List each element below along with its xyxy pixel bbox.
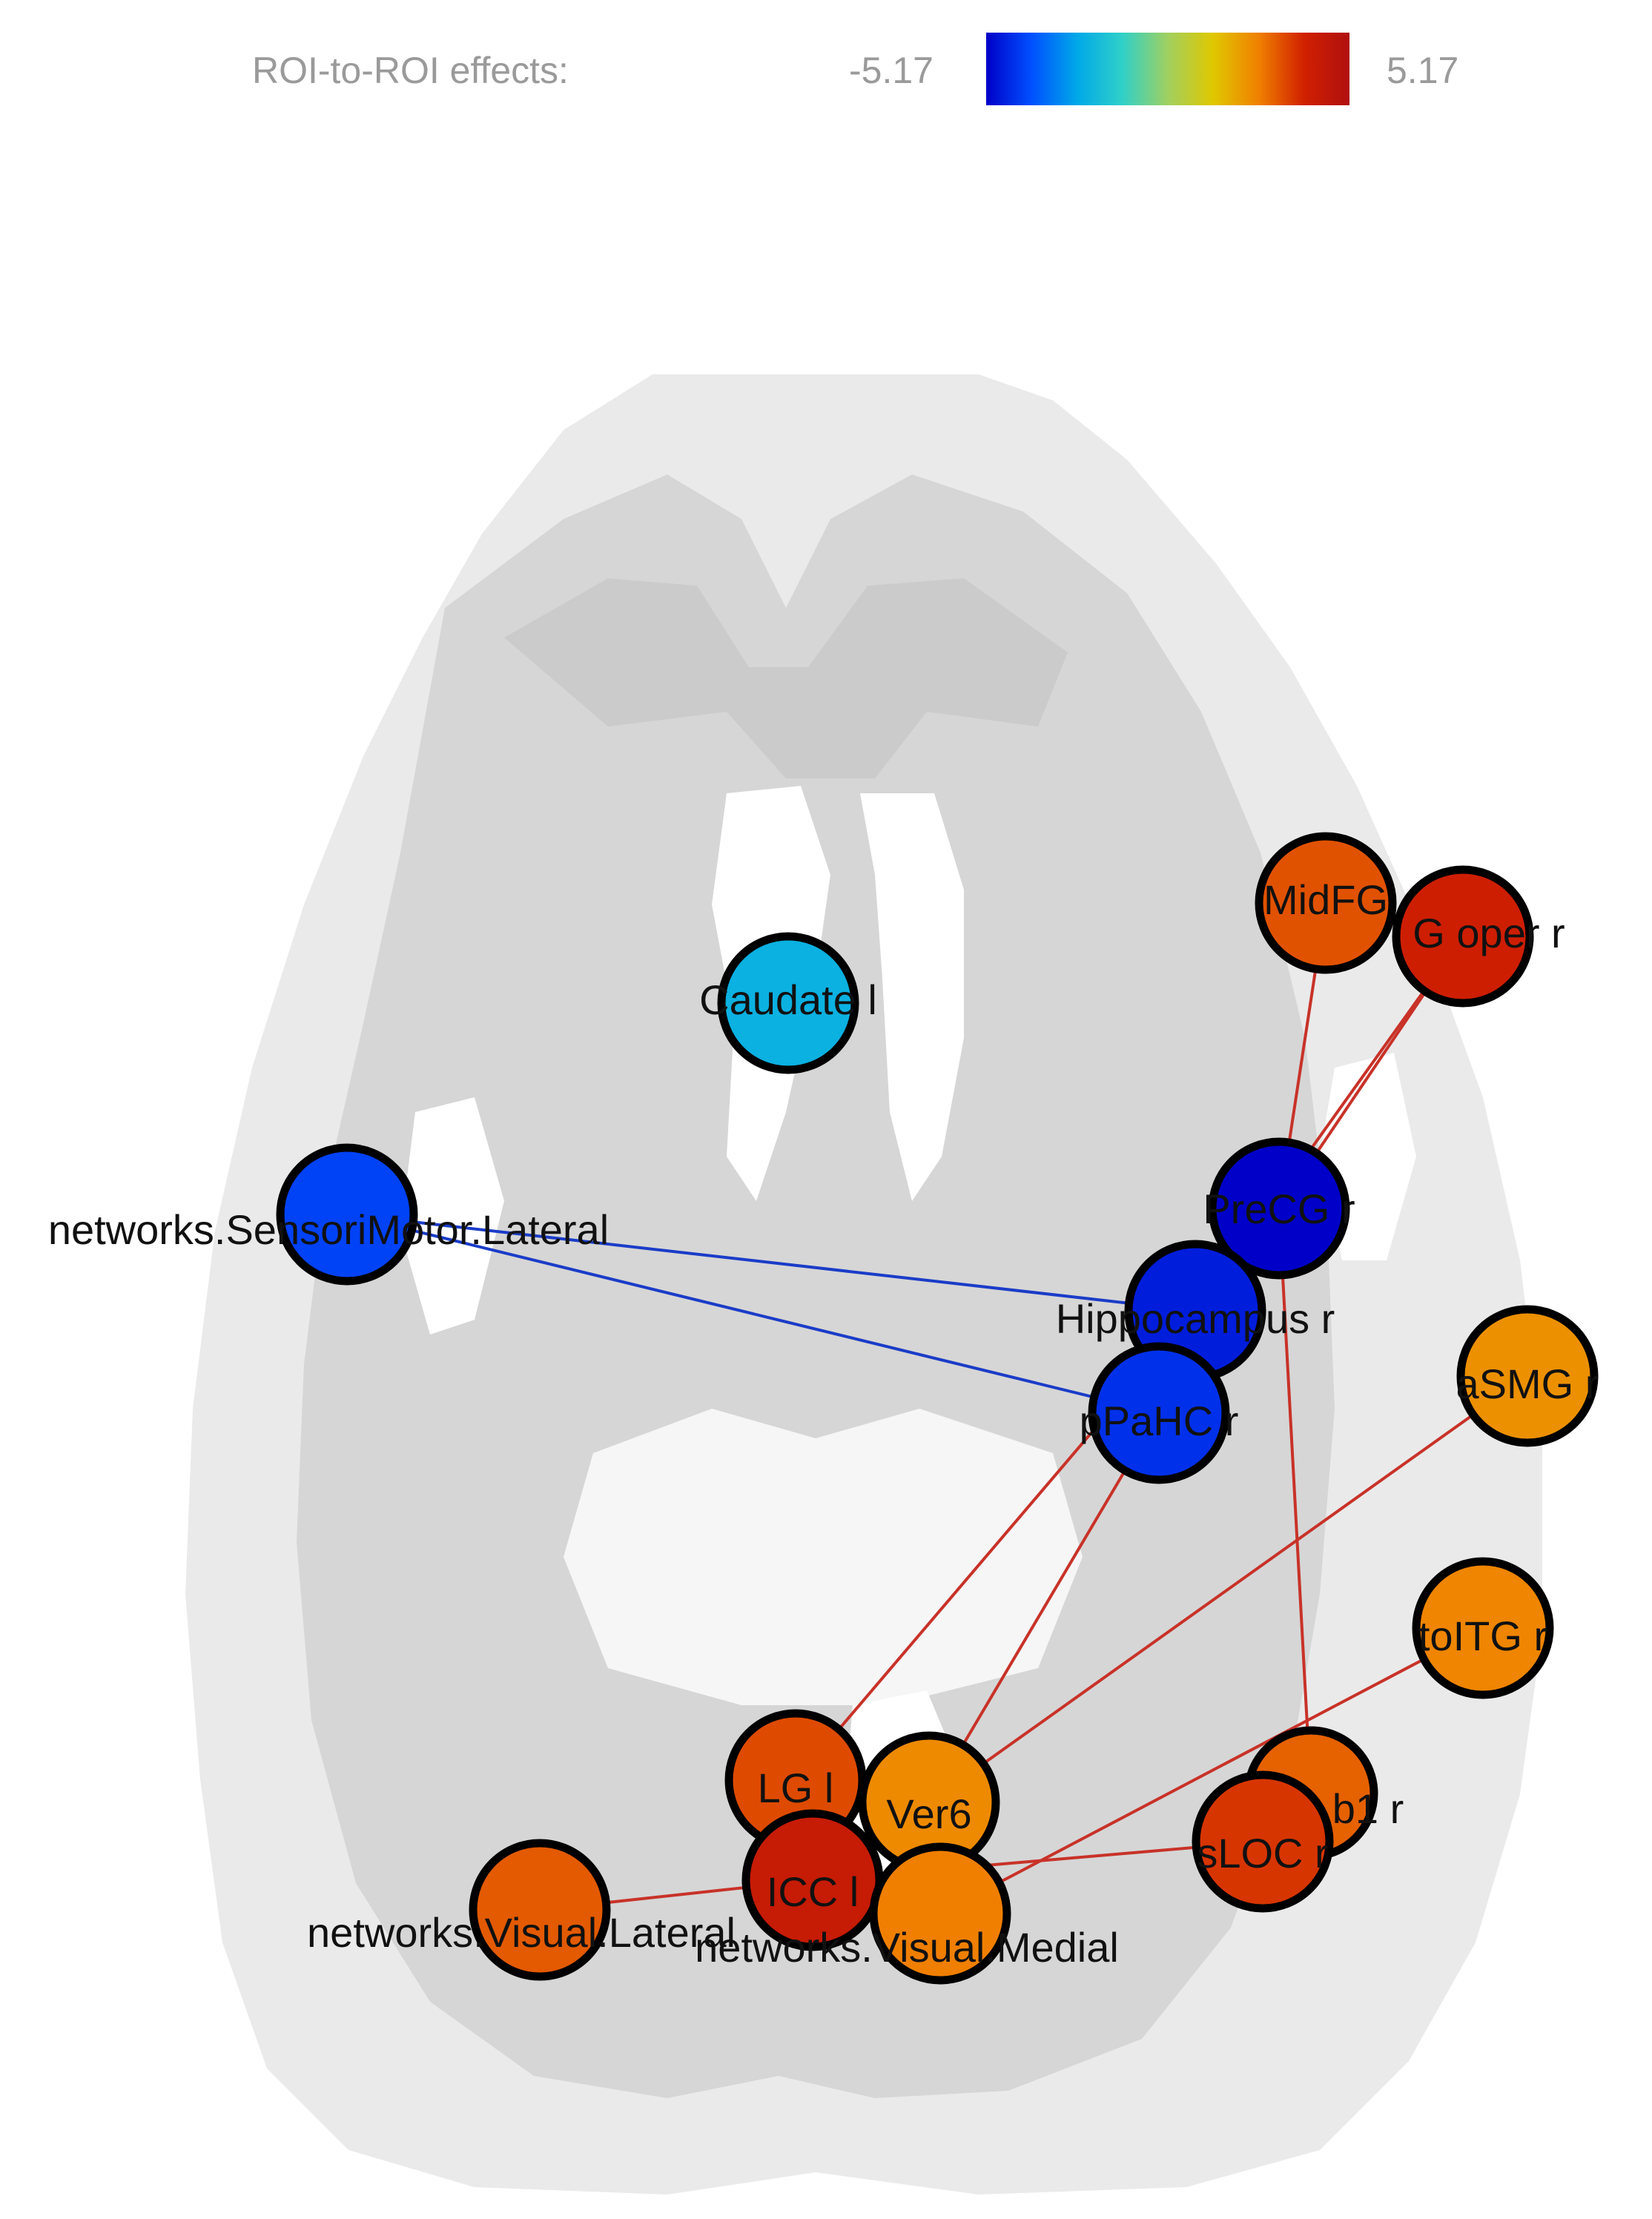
ventricle-right [860,793,964,1201]
roi-label-sloc_r: sLOC r [1197,1830,1328,1876]
roi-label-caudate_l: Caudate l [699,976,877,1023]
roi-node-caudate_l [717,932,859,1074]
roi-node-asmg_r [1456,1305,1599,1447]
roi-labels: MidFG G oper r Caudate l networks.SensoriMo… [48,876,1599,1971]
roi-label-midfg: MidFG [1263,876,1388,923]
roi-label-asmg_r: aSMG r [1456,1360,1599,1407]
connection-edge-sensorimotor_lateral-ppahc_r [346,1213,1160,1415]
colorbar-min-label: -5.17 [849,50,934,91]
roi-node-ifg_oper_r [1392,865,1534,1008]
roi-label-icc_l: ICC l [767,1868,859,1915]
temporal-left-white [400,1097,504,1335]
connection-edge-asmg_r-ver6 [928,1375,1529,1804]
roi-label-ifg_oper_r: G oper r [1413,910,1565,956]
roi-label-lg_l: LG l [758,1765,834,1811]
roi-node-ppahc_r [1088,1342,1230,1484]
roi-nodes [276,832,1599,1985]
roi-node-sloc_r [1192,1770,1334,1913]
connection-edge-sensorimotor_lateral-hippocampus_r [346,1213,1196,1312]
color-legend: ROI-to-ROI effects: -5.17 5.17 [252,33,1458,105]
roi-label-crus1_r: b1 r [1332,1785,1404,1832]
roi-node-sensorimotor_lateral [276,1143,418,1286]
connection-edge-ppahc_r-ver6 [928,1412,1160,1804]
brain-inner [297,474,1335,2098]
colorbar [986,33,1349,105]
connection-edge-toitg_r-visual_medial [939,1627,1484,1915]
roi-label-hippocampus_r: Hippocampus r [1056,1295,1335,1342]
roi-node-visual_medial [869,1842,1011,1985]
roi-label-ppahc_r: pPaHC r [1080,1398,1239,1444]
roi-label-sensorimotor_lateral: networks.SensoriMotor.Lateral [48,1206,609,1253]
roi-node-precg_r [1208,1137,1350,1280]
midline-gyri [504,578,1068,778]
roi-node-visual_lateral [469,1839,611,1981]
colorbar-max-label: 5.17 [1387,50,1458,91]
roi-label-visual_medial: networks.Visual.Medial [695,1924,1119,1971]
roi-label-toitg_r: toITG r [1418,1613,1547,1659]
thalamus-region [564,1409,1083,1705]
connection-edge-precg_r-crus1_r [1278,1208,1312,1794]
roi-label-precg_r: PreCG r [1203,1185,1355,1232]
roi-node-midfg [1255,832,1397,974]
roi-node-toitg_r [1412,1557,1554,1699]
roi-label-ver6: Ver6 [886,1790,971,1837]
roi-label-visual_lateral: networks.Visual.Lateral [307,1909,736,1956]
legend-title: ROI-to-ROI effects: [252,50,569,91]
